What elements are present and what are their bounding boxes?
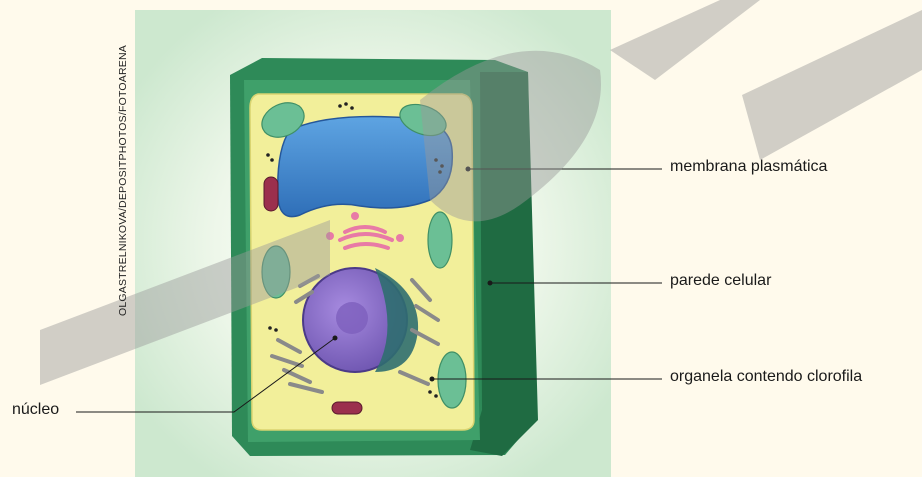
image-credit: OLGASTRELNIKOVA/DEPOSITPHOTOS/FOTOARENA xyxy=(117,14,129,316)
label-membrana-plasmatica: membrana plasmática xyxy=(670,158,827,176)
label-parede-celular: parede celular xyxy=(670,272,771,290)
label-nucleo: núcleo xyxy=(12,401,59,419)
label-organela-clorofila: organela contendo clorofila xyxy=(670,368,862,386)
